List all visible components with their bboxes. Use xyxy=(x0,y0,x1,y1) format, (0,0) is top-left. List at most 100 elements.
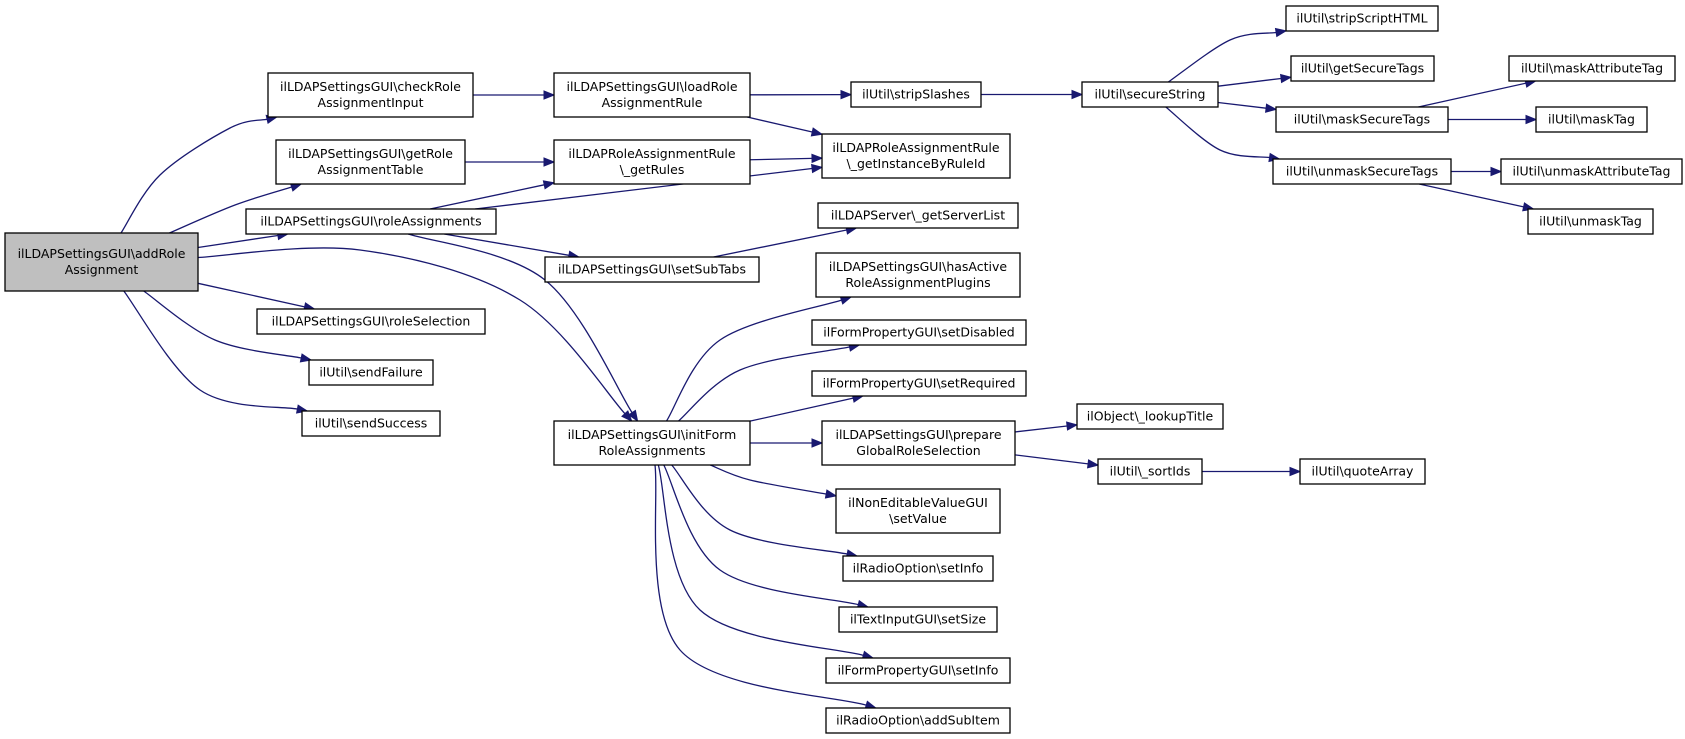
edge-arrowhead xyxy=(811,163,824,174)
node-label: ilLDAPServer\_getServerList xyxy=(831,208,1005,223)
node-box xyxy=(4,232,199,292)
edge-maskSecureTags-to-maskTag xyxy=(1448,114,1538,125)
node-hasActive[interactable]: ilLDAPSettingsGUI\hasActiveRoleAssignmen… xyxy=(815,252,1021,298)
node-formSetInfo[interactable]: ilFormPropertyGUI\setInfo xyxy=(825,657,1011,684)
edge-maskSecureTags-to-maskAttr xyxy=(1418,78,1537,108)
node-label: Assignment xyxy=(65,262,139,277)
node-label: AssignmentInput xyxy=(318,95,424,110)
node-box xyxy=(245,208,497,235)
node-secureString[interactable]: ilUtil\secureString xyxy=(1081,81,1219,108)
node-box xyxy=(553,420,751,466)
edge-stripSlashes-to-secureString xyxy=(981,89,1084,100)
edge-line xyxy=(678,346,850,422)
edge-arrowhead xyxy=(542,180,556,190)
node-box xyxy=(1285,5,1439,32)
edge-arrowhead xyxy=(1071,89,1084,100)
node-unmaskAttr[interactable]: ilUtil\unmaskAttributeTag xyxy=(1500,158,1683,185)
node-label: AssignmentRule xyxy=(602,95,703,110)
node-label: ilLDAPSettingsGUI\roleAssignments xyxy=(260,214,481,229)
node-label: ilUtil\stripSlashes xyxy=(862,87,970,102)
node-checkRole[interactable]: ilLDAPSettingsGUI\checkRoleAssignmentInp… xyxy=(267,72,474,118)
node-box xyxy=(1299,458,1426,485)
edge-secureString-to-unmaskSecureTags xyxy=(1165,106,1281,163)
node-setSubTabs[interactable]: ilLDAPSettingsGUI\setSubTabs xyxy=(544,256,760,283)
edge-arrowhead xyxy=(1066,421,1079,431)
edge-arrowhead xyxy=(543,90,556,100)
edge-line xyxy=(474,167,813,210)
edge-arrowhead xyxy=(840,89,853,100)
node-stripScript[interactable]: ilUtil\stripScriptHTML xyxy=(1285,5,1439,32)
node-getInstance[interactable]: ilLDAPRoleAssignmentRule\_getInstanceByR… xyxy=(821,133,1011,179)
node-box xyxy=(1527,208,1654,235)
node-label: ilUtil\getSecureTags xyxy=(1301,61,1424,76)
node-lookupTitle[interactable]: ilObject\_lookupTitle xyxy=(1076,403,1224,430)
node-box xyxy=(553,72,751,118)
edge-secureString-to-maskSecureTags xyxy=(1217,101,1278,113)
node-box xyxy=(1508,55,1676,82)
node-sendSuccess[interactable]: ilUtil\sendSuccess xyxy=(301,410,441,437)
edge-arrowhead xyxy=(627,409,639,423)
node-setDisabled[interactable]: ilFormPropertyGUI\setDisabled xyxy=(811,319,1027,346)
node-sortIds[interactable]: ilUtil\_sortIds xyxy=(1097,458,1203,485)
node-radioSetInfo[interactable]: ilRadioOption\setInfo xyxy=(842,555,994,582)
node-label: \setValue xyxy=(889,511,947,526)
node-roleSelection[interactable]: ilLDAPSettingsGUI\roleSelection xyxy=(256,308,486,335)
node-roleAssignments[interactable]: ilLDAPSettingsGUI\roleAssignments xyxy=(245,208,497,235)
node-label: ilRadioOption\setInfo xyxy=(853,561,984,576)
edge-line xyxy=(663,464,859,606)
node-label: ilLDAPSettingsGUI\prepare xyxy=(835,427,1001,442)
node-unmaskTag[interactable]: ilUtil\unmaskTag xyxy=(1527,208,1654,235)
node-quoteArray[interactable]: ilUtil\quoteArray xyxy=(1299,458,1426,485)
node-setValue[interactable]: ilNonEditableValueGUI\setValue xyxy=(835,488,1001,534)
node-label: ilFormPropertyGUI\setRequired xyxy=(823,376,1016,391)
node-sendFailure[interactable]: ilUtil\sendFailure xyxy=(308,359,434,386)
edge-line xyxy=(1418,82,1527,108)
node-stripSlashes[interactable]: ilUtil\stripSlashes xyxy=(850,81,982,108)
edge-line xyxy=(123,290,298,410)
edge-line xyxy=(169,186,292,234)
node-initForm[interactable]: ilLDAPSettingsGUI\initFormRoleAssignment… xyxy=(553,420,751,466)
node-getServerList[interactable]: ilLDAPServer\_getServerList xyxy=(817,202,1019,229)
node-label: AssignmentTable xyxy=(318,162,424,177)
edge-line xyxy=(1014,425,1068,433)
node-label: ilUtil\unmaskAttributeTag xyxy=(1513,164,1671,179)
node-label: ilUtil\maskTag xyxy=(1548,112,1635,127)
node-box xyxy=(553,139,751,185)
node-unmaskSecureTags[interactable]: ilUtil\unmaskSecureTags xyxy=(1272,158,1452,185)
node-box xyxy=(838,606,998,633)
node-maskTag[interactable]: ilUtil\maskTag xyxy=(1535,106,1648,133)
node-getSecureTags[interactable]: ilUtil\getSecureTags xyxy=(1290,55,1435,82)
edge-loadRule-to-getInstance xyxy=(747,116,824,137)
node-label: ilLDAPRoleAssignmentRule xyxy=(832,140,999,155)
edge-arrowhead xyxy=(811,153,824,164)
edge-line xyxy=(747,116,813,133)
edge-line xyxy=(654,464,867,706)
edge-line xyxy=(749,397,854,422)
node-box xyxy=(811,370,1027,397)
node-setSize[interactable]: ilTextInputGUI\setSize xyxy=(838,606,998,633)
edge-prepareGlobal-to-sortIds xyxy=(1014,454,1100,469)
node-box xyxy=(301,410,441,437)
edge-line xyxy=(429,184,545,210)
edge-initForm-to-hasActive xyxy=(665,295,853,422)
node-label: ilLDAPSettingsGUI\setSubTabs xyxy=(558,262,746,277)
edge-arrowhead xyxy=(824,489,838,499)
node-setRequired[interactable]: ilFormPropertyGUI\setRequired xyxy=(811,370,1027,397)
node-box xyxy=(1290,55,1435,82)
edge-line xyxy=(671,464,848,555)
node-getRules[interactable]: ilLDAPRoleAssignmentRule\_getRules xyxy=(553,139,751,185)
node-prepareGlobal[interactable]: ilLDAPSettingsGUI\prepareGlobalRoleSelec… xyxy=(821,420,1016,466)
node-addSubItem[interactable]: ilRadioOption\addSubItem xyxy=(825,707,1011,734)
node-maskAttr[interactable]: ilUtil\maskAttributeTag xyxy=(1508,55,1676,82)
node-box xyxy=(1535,106,1648,133)
edge-roleAssignments-to-getRules xyxy=(429,180,556,210)
edge-line xyxy=(665,299,842,422)
node-box xyxy=(256,308,486,335)
node-maskSecureTags[interactable]: ilUtil\maskSecureTags xyxy=(1275,106,1449,133)
edge-arrowhead xyxy=(543,157,556,167)
